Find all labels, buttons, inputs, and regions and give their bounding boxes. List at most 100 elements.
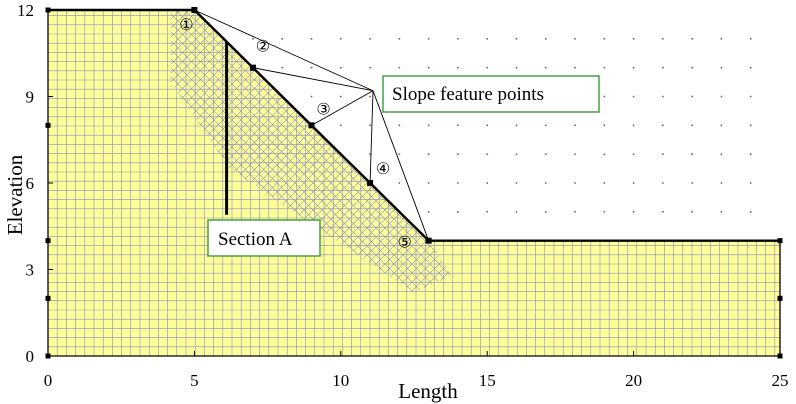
grid-dot (632, 37, 635, 40)
callout-slope-feature-points: Slope feature points (382, 75, 600, 113)
grid-dot (369, 124, 371, 127)
soil-body (48, 10, 780, 356)
mesh-line (184, 10, 453, 293)
mesh-line (171, 10, 307, 293)
grid-dot (310, 37, 313, 40)
grid-dot (691, 124, 694, 127)
grid-dot (515, 37, 518, 40)
grid-dot (574, 66, 576, 69)
grid-dot (749, 182, 752, 184)
mesh-line (171, 10, 280, 293)
grid-dot (369, 37, 371, 40)
grid-dot (603, 37, 606, 40)
callout-label: Section A (218, 229, 293, 250)
x-tick-label: 15 (479, 371, 496, 390)
grid-dot (749, 210, 752, 213)
grid-dot (398, 153, 401, 156)
feature-point-node (249, 64, 256, 71)
callout-leader-lines (194, 9, 430, 241)
feature-point-node (425, 237, 432, 244)
grid-dot (720, 153, 723, 156)
grid-dot (720, 66, 723, 69)
grid-dot (457, 182, 459, 184)
grid-dot (544, 182, 547, 184)
grid-dot (457, 210, 459, 213)
grid-dot (544, 37, 547, 40)
grid-dot (632, 95, 635, 98)
leader-line (369, 90, 374, 184)
mesh-line (779, 10, 796, 356)
grid-dot (603, 124, 606, 127)
mesh-line (171, 10, 262, 293)
feature-point-label: ③ (316, 101, 330, 118)
grid-dot (749, 95, 752, 98)
leader-line (252, 67, 374, 92)
grid-dot (691, 210, 694, 213)
grid-dot (544, 124, 547, 127)
grid-dot (398, 66, 401, 69)
leader-line (311, 90, 374, 126)
mesh-line (171, 10, 235, 293)
grid-dot (427, 210, 430, 213)
grid-dot (661, 182, 664, 184)
boundary-node (45, 353, 51, 359)
grid-dot (603, 95, 606, 98)
grid-dot (661, 95, 664, 98)
grid-dot (603, 153, 606, 156)
grid-dot (661, 66, 664, 69)
grid-dot (544, 153, 547, 156)
grid-dot (310, 95, 313, 98)
grid-dot (310, 66, 313, 69)
grid-dot (691, 37, 694, 40)
boundary-node (45, 7, 51, 13)
grid-dot (457, 66, 459, 69)
leader-line (194, 9, 374, 92)
grid-dot (369, 95, 371, 98)
grid-dot (574, 153, 576, 156)
grid-dot (691, 182, 694, 184)
grid-dot (486, 153, 489, 156)
mesh-line (779, 10, 796, 356)
grid-dot (544, 66, 547, 69)
grid-dot (632, 210, 635, 213)
grid-dot (603, 210, 606, 213)
boundary-node (777, 238, 783, 244)
grid-dot (398, 37, 401, 40)
grid-dot (661, 153, 664, 156)
mesh-line (788, 10, 796, 356)
grid-dot (691, 95, 694, 98)
grid-dot (427, 37, 430, 40)
grid-dot (720, 210, 723, 213)
x-axis-title: Length (398, 379, 458, 403)
grid-dot (339, 66, 342, 69)
boundary-node (777, 353, 783, 359)
grid-dot (486, 182, 489, 184)
x-tick-label: 25 (772, 371, 789, 390)
grid-dot (720, 124, 723, 127)
grid-dot (544, 210, 547, 213)
grid-dot (427, 153, 430, 156)
grid-dot (632, 153, 635, 156)
grid-dot (281, 66, 284, 69)
grid-dot (720, 95, 723, 98)
boundary-node (45, 295, 51, 301)
grid-dot (339, 124, 342, 127)
grid-dot (369, 153, 371, 156)
callout-box (207, 219, 321, 257)
grid-dot (515, 210, 518, 213)
grid-dot (457, 153, 459, 156)
grid-dot (398, 182, 401, 184)
feature-point-node (308, 122, 315, 129)
feature-point-node (191, 7, 198, 13)
feature-point-label: ① (179, 17, 193, 34)
y-axis-title: Elevation (3, 154, 27, 235)
grid-dot (427, 182, 430, 184)
mesh-line (175, 10, 453, 293)
grid-dot (720, 37, 723, 40)
mesh-line (171, 10, 244, 293)
grid-dot (661, 37, 664, 40)
feature-point-label: ⑤ (397, 235, 411, 252)
boundary-node (45, 238, 51, 244)
x-tick-label: 5 (190, 371, 199, 390)
grid-dot (486, 210, 489, 213)
